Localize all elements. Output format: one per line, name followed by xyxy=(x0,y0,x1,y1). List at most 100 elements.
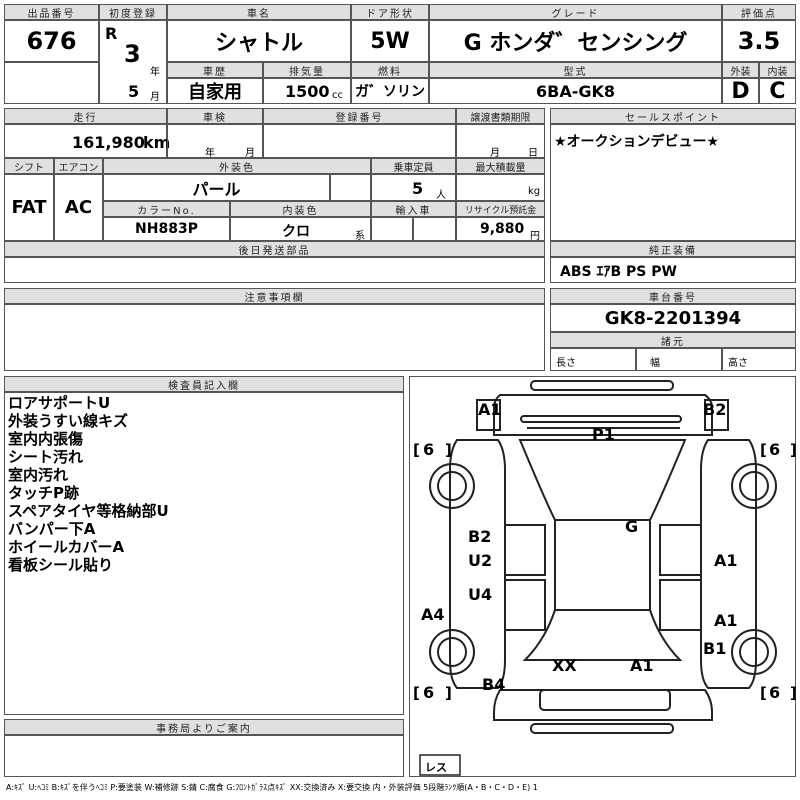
ext-color: パール xyxy=(103,174,330,201)
inspector-line: ロアサポートU xyxy=(8,394,111,412)
displacement-cell xyxy=(263,78,351,104)
month-unit: 月 xyxy=(150,92,160,103)
mark-xx: XX xyxy=(552,656,577,675)
max-load-cell xyxy=(456,174,545,201)
wheel-rr-shape xyxy=(731,629,777,675)
mark-left-b2: B2 xyxy=(468,527,491,546)
int-color-suffix: 系 xyxy=(355,231,365,242)
shift-label: シフト xyxy=(4,158,54,174)
mark-left-a4: A4 xyxy=(421,605,445,624)
mileage: 161,980 xyxy=(72,133,145,152)
transfer-day-unit: 日 xyxy=(528,148,538,159)
transfer-cell xyxy=(456,124,545,158)
legend: A:ｷｽﾞ U:ﾍｺﾐ B:ｷｽﾞを伴うﾍｺﾐ P:要塗装 W:補修跡 S:錆 … xyxy=(6,783,538,792)
car-diagram-frame xyxy=(409,376,796,777)
specs-length-cell xyxy=(550,348,636,371)
wheel-fr-inner-shape xyxy=(739,471,769,501)
inspector-line: バンパー下A xyxy=(8,520,96,538)
wheel-rl-inner-shape xyxy=(437,637,467,667)
tread-rr-bracket-close: ] xyxy=(790,684,796,702)
first-reg-cell xyxy=(99,20,167,104)
rear-bar-shape xyxy=(530,723,674,734)
history: 自家用 xyxy=(167,78,263,104)
displacement-unit: cc xyxy=(332,90,343,101)
specs-height: 高さ xyxy=(728,358,748,369)
front-left-corner-shape xyxy=(476,399,501,431)
rear-outline-shape xyxy=(493,689,713,721)
notes-label: 注意事項欄 xyxy=(4,288,545,304)
shift: FAT xyxy=(4,174,54,241)
car-diagram: [ ] [ ] [ ] [ ] 6 6 6 6 A1 B2 P1 G B2 U2… xyxy=(413,380,796,776)
equipment-label: 純正装備 xyxy=(550,241,796,257)
chassis-number: GK8-2201394 xyxy=(550,304,796,332)
int-color: クロ xyxy=(282,224,310,240)
insp-month-unit: 月 xyxy=(245,148,255,159)
lot-number: 676 xyxy=(4,20,99,62)
score: 3.5 xyxy=(722,20,796,62)
mark-p1: P1 xyxy=(592,425,615,444)
mark-right-b1: B1 xyxy=(703,639,726,658)
wheel-fl-shape xyxy=(429,463,475,509)
mark-right-a1-upper: A1 xyxy=(714,551,738,570)
inspector-line: 室内汚れ xyxy=(8,466,69,484)
ac-label: エアコン xyxy=(54,158,103,174)
transfer-month-unit: 月 xyxy=(490,148,500,159)
sales-point-label: セールスポイント xyxy=(550,108,796,124)
ext-color-label: 外装色 xyxy=(103,158,371,174)
max-load-unit: kg xyxy=(528,186,541,197)
lot-label: 出品番号 xyxy=(4,4,99,20)
tread-rl: 6 xyxy=(423,683,434,702)
reg-year: 3 xyxy=(124,40,141,68)
inspection-cell xyxy=(167,124,263,158)
tread-fr-bracket-close: ] xyxy=(790,441,796,459)
wheel-rl-shape xyxy=(429,629,475,675)
inspector-line: 室内内張傷 xyxy=(8,430,84,448)
first-reg-label: 初度登録 xyxy=(99,4,167,20)
wheel-fr-shape xyxy=(731,463,777,509)
door-rl-shape xyxy=(504,579,546,631)
mark-rear-a1: A1 xyxy=(630,656,654,675)
recycle-label: リサイクル預託金 xyxy=(456,201,545,217)
inspector-cell xyxy=(4,392,404,715)
door-fr-shape xyxy=(659,524,702,576)
tread-rr-bracket: [ xyxy=(760,684,767,702)
year-unit: 年 xyxy=(150,67,160,78)
inspector-line: タッチP跡 xyxy=(8,484,79,502)
left-body-shape xyxy=(449,439,506,689)
tread-fl: 6 xyxy=(423,440,434,459)
specs-width: 幅 xyxy=(650,358,660,369)
recycle-cell xyxy=(456,217,545,241)
door-type: 5W xyxy=(351,20,429,62)
inspector-line: ホイールカバーA xyxy=(8,538,125,556)
inspection-label: 車検 xyxy=(167,108,263,124)
equipment-cell xyxy=(550,257,796,283)
sales-point-text: ★オークションデビュー★ xyxy=(554,134,720,150)
ext-label: 外装 xyxy=(722,62,759,78)
tread-fr-bracket: [ xyxy=(760,441,767,459)
tread-fl-bracket: [ xyxy=(413,441,420,459)
front-right-corner-shape xyxy=(704,399,729,431)
import-cell-a xyxy=(371,217,413,241)
recycle-unit: 円 xyxy=(530,231,540,242)
fuel: ガ゛ソリン xyxy=(351,78,429,104)
tread-rl-bracket: [ xyxy=(413,684,420,702)
specs-height-cell xyxy=(722,348,796,371)
right-body-shape xyxy=(700,439,757,689)
door-label: ドア形状 xyxy=(351,4,429,20)
ext-color-extra xyxy=(330,174,371,201)
int-color-label: 内装色 xyxy=(230,201,371,217)
mark-g: G xyxy=(625,517,638,536)
inspector-label: 検査員記入欄 xyxy=(4,376,404,392)
history-label: 車歴 xyxy=(167,62,263,78)
tread-rl-bracket-close: ] xyxy=(445,684,452,702)
capacity-cell xyxy=(371,174,456,201)
displacement-label: 排気量 xyxy=(263,62,351,78)
mark-left-u2: U2 xyxy=(468,551,492,570)
chassis-label: 車台番号 xyxy=(550,288,796,304)
inspector-line: 看板シール貼り xyxy=(8,556,114,574)
sales-point-cell xyxy=(550,124,796,241)
tread-fl-bracket-close: ] xyxy=(445,441,452,459)
mileage-unit: km xyxy=(143,133,171,152)
later-parts-label: 後日発送部品 xyxy=(4,241,545,257)
notes-cell xyxy=(4,304,545,371)
